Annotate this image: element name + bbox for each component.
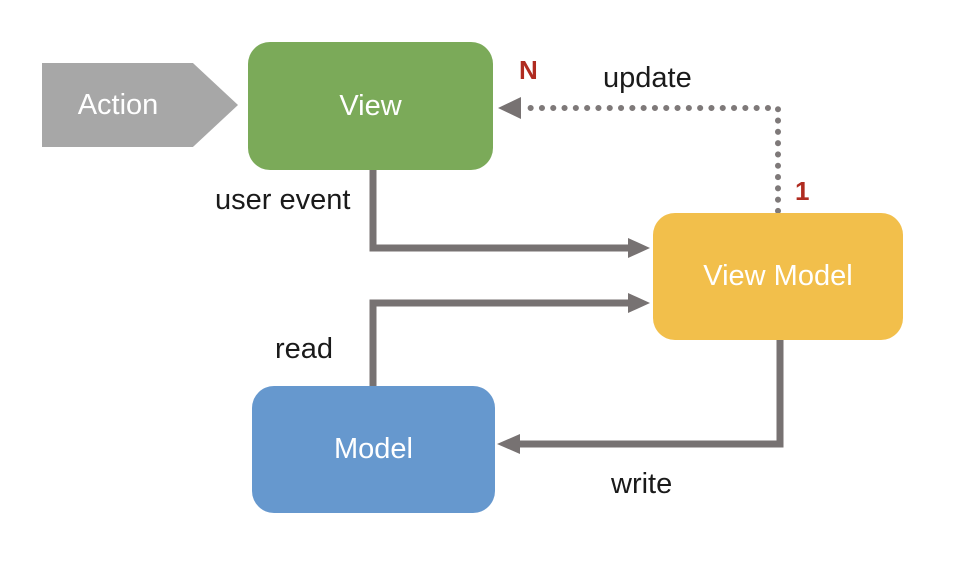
- edge-write-line: [519, 340, 784, 448]
- edge-label-read: read: [275, 333, 334, 365]
- edge-read-line: [369, 299, 630, 386]
- node-view-model-label: View Model: [703, 260, 853, 292]
- node-view: View: [248, 42, 493, 170]
- edge-label-user-event: user event: [215, 184, 351, 216]
- node-action-label: Action: [77, 88, 159, 121]
- edge-update-dotted-line: [524, 105, 781, 214]
- edge-label-write: write: [611, 468, 673, 500]
- node-view-model: View Model: [653, 213, 903, 340]
- node-model: Model: [252, 386, 495, 513]
- edge-label-update: update: [603, 62, 692, 94]
- arrow-right-icon: [628, 293, 650, 313]
- arrow-left-icon: [497, 434, 520, 454]
- multiplicity-n-at-view: N: [519, 55, 538, 85]
- edge-user-event-line: [369, 170, 630, 252]
- arrow-left-icon: [498, 97, 521, 119]
- node-action: Action: [42, 63, 238, 147]
- multiplicity-1-at-view-model: 1: [795, 176, 810, 206]
- arrow-right-icon: [628, 238, 650, 258]
- node-view-label: View: [339, 89, 402, 122]
- node-model-label: Model: [334, 433, 413, 465]
